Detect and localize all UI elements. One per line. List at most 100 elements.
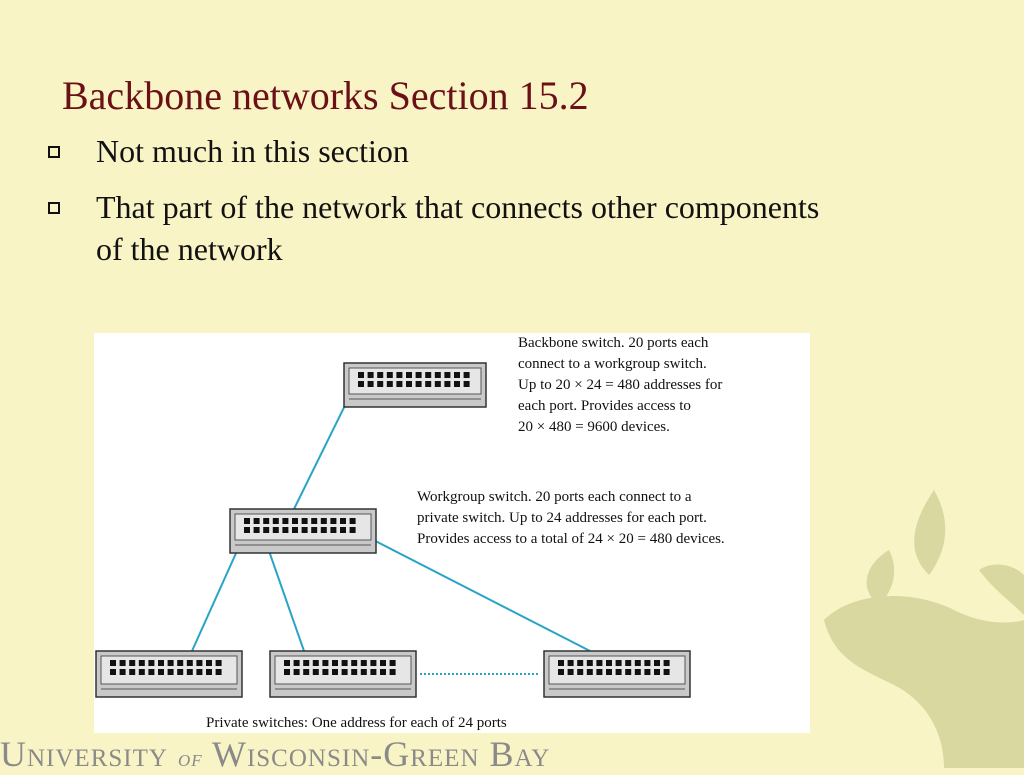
switch-port — [654, 669, 660, 675]
switch-port — [322, 660, 329, 666]
switch-port — [351, 660, 358, 666]
switch-port — [284, 660, 290, 666]
switch-port — [406, 381, 412, 387]
phoenix-watermark-icon — [824, 490, 1024, 768]
private-switch-3 — [543, 650, 691, 698]
switch-port — [377, 381, 384, 387]
switch-port — [634, 669, 641, 675]
switch-port — [396, 381, 403, 387]
switch-port — [577, 660, 584, 666]
switch-port — [312, 669, 319, 675]
switch-port — [586, 669, 593, 675]
switch-port — [167, 660, 174, 666]
switch-port — [444, 372, 451, 378]
switch-port — [293, 669, 300, 675]
switch-port — [292, 518, 298, 524]
switch-port — [129, 669, 136, 675]
switch-port — [138, 660, 145, 666]
switch-port — [330, 518, 337, 524]
switch-port — [206, 660, 212, 666]
workgroup-switch-caption: Workgroup switch. 20 ports each connect … — [417, 489, 725, 547]
switch-port — [386, 372, 393, 378]
switch-port — [349, 518, 356, 524]
switch-port — [644, 660, 651, 666]
switch-port — [301, 518, 308, 524]
switch-port — [463, 372, 470, 378]
bullet-item: Not much in this section — [48, 130, 848, 172]
switch-port — [663, 660, 670, 666]
switch-port — [349, 527, 356, 533]
switch-port — [272, 527, 279, 533]
switch-port — [148, 660, 155, 666]
switch-port — [206, 669, 212, 675]
switch-port — [596, 660, 603, 666]
switch-port — [186, 660, 193, 666]
switch-port — [380, 660, 386, 666]
square-bullet-icon — [48, 146, 60, 158]
switch-port — [263, 518, 270, 524]
switch-port — [244, 527, 250, 533]
switch-port — [389, 660, 396, 666]
switch-port — [282, 518, 289, 524]
switch-port — [253, 518, 260, 524]
switch-port — [377, 372, 384, 378]
switch-port — [293, 660, 300, 666]
link-workgroup-private-3 — [355, 530, 591, 652]
switch-port — [586, 660, 593, 666]
switch-port — [215, 660, 222, 666]
switch-port — [320, 527, 327, 533]
switch-port — [663, 669, 670, 675]
switch-port — [380, 669, 386, 675]
switch-port — [625, 660, 632, 666]
switch-port — [341, 660, 348, 666]
logo-text-2: Wisconsin-Green Bay — [211, 734, 551, 774]
switch-port — [158, 660, 164, 666]
diagram-canvas — [95, 362, 691, 698]
university-logo: University of Wisconsin-Green Bay — [0, 733, 550, 775]
switch-port — [558, 660, 564, 666]
switch-port — [332, 660, 338, 666]
switch-port — [625, 669, 632, 675]
square-bullet-icon — [48, 202, 60, 214]
switch-port — [177, 669, 184, 675]
switch-port — [358, 372, 364, 378]
switch-port — [292, 527, 298, 533]
switch-port — [148, 669, 155, 675]
private-switch-2 — [269, 650, 417, 698]
switch-port — [253, 527, 260, 533]
switch-port — [415, 372, 422, 378]
switch-port — [567, 669, 574, 675]
network-diagram: Backbone switch. 20 ports each connect t… — [94, 333, 810, 733]
switch-port — [367, 372, 374, 378]
workgroup-switch — [229, 508, 377, 554]
slide-title: Backbone networks Section 15.2 — [62, 73, 589, 118]
private-switch-1 — [95, 650, 243, 698]
switch-port — [282, 527, 289, 533]
switch-port — [312, 660, 319, 666]
switch-port — [596, 669, 603, 675]
switch-port — [396, 372, 403, 378]
switch-port — [415, 381, 422, 387]
switch-port — [358, 381, 364, 387]
switch-port — [119, 660, 126, 666]
switch-port — [434, 381, 441, 387]
switch-port — [284, 669, 290, 675]
logo-text-1: University — [0, 734, 168, 774]
switch-port — [389, 669, 396, 675]
switch-port — [434, 372, 441, 378]
switch-port — [301, 527, 308, 533]
switch-port — [367, 381, 374, 387]
switch-port — [129, 660, 136, 666]
switch-port — [244, 518, 250, 524]
switch-port — [330, 527, 337, 533]
switch-port — [167, 669, 174, 675]
bullet-item: That part of the network that connects o… — [48, 186, 848, 270]
switch-port — [606, 660, 612, 666]
switch-port — [406, 372, 412, 378]
switch-port — [110, 669, 116, 675]
switch-port — [634, 660, 641, 666]
switch-port — [303, 669, 310, 675]
switch-port — [454, 372, 460, 378]
switch-port — [332, 669, 338, 675]
switch-port — [303, 660, 310, 666]
